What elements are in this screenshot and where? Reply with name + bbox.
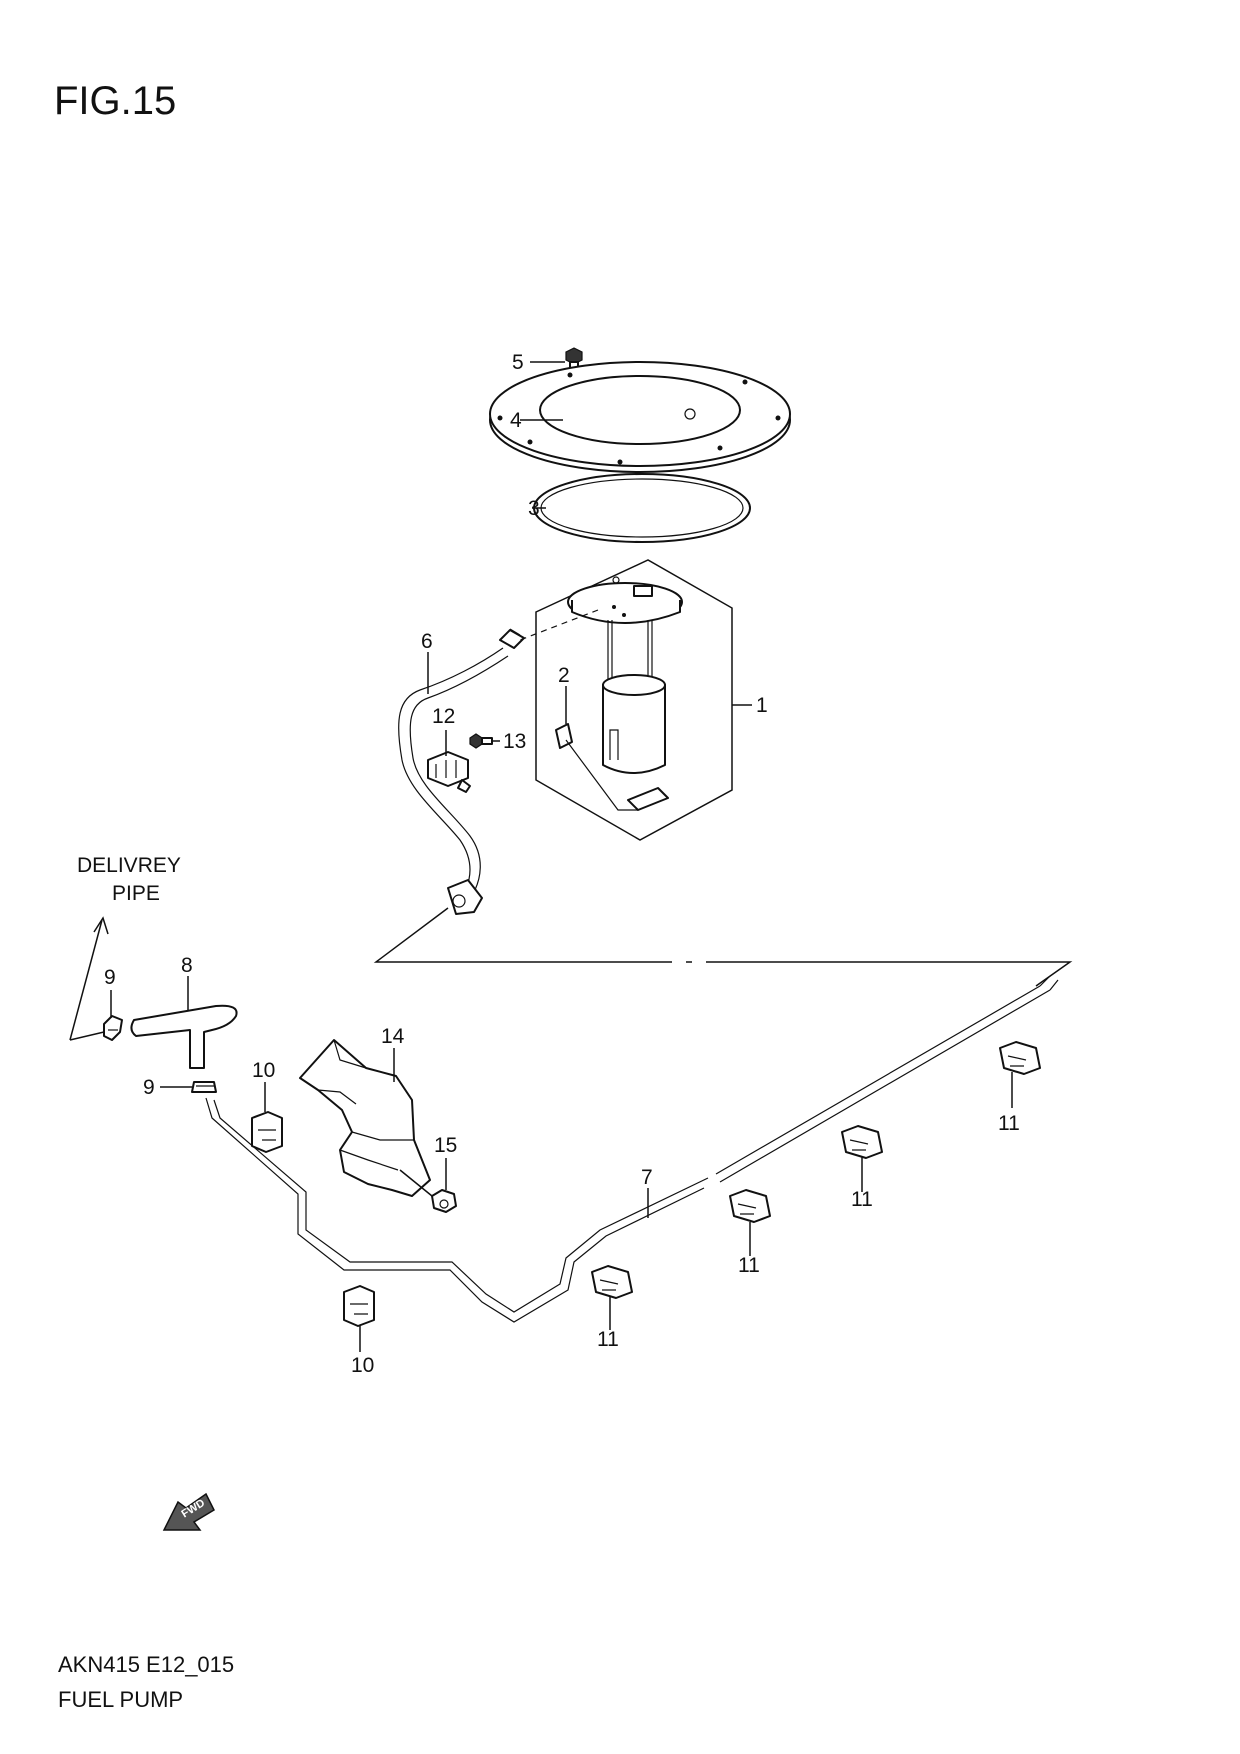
callout-11-a: 11: [998, 1112, 1020, 1135]
part-7-fuel-pipe[interactable]: [205, 975, 1059, 1323]
callout-15: 15: [434, 1134, 457, 1157]
part-4-flange-plate[interactable]: [489, 361, 791, 473]
part-11-clip-b[interactable]: [841, 1125, 883, 1159]
delivery-arrow-icon: [69, 916, 109, 1041]
part-11-clip-a[interactable]: [999, 1041, 1041, 1075]
leader-15-pointer: [399, 1169, 433, 1197]
part-8-hose[interactable]: [130, 1004, 238, 1069]
callout-10-lower: 10: [351, 1354, 374, 1377]
callout-8: 8: [181, 954, 193, 977]
callout-6: 6: [421, 630, 433, 653]
figure-code: AKN415 E12_015: [58, 1652, 234, 1677]
part-12-clamp[interactable]: [427, 751, 471, 793]
callout-5: 5: [512, 351, 524, 374]
delivery-pipe-note-line2: PIPE: [112, 882, 160, 905]
callout-1: 1: [756, 694, 768, 717]
part-14-protector[interactable]: [299, 1039, 431, 1197]
callout-10-upper: 10: [252, 1059, 275, 1082]
fwd-arrow-icon: FWD: [162, 1492, 215, 1531]
part-6-fuel-hose[interactable]: [398, 609, 599, 915]
break-line: [373, 907, 1073, 987]
part-1-fuel-pump-assembly[interactable]: [535, 559, 733, 841]
assembly-boundary: [535, 559, 733, 841]
callout-14: 14: [381, 1025, 405, 1048]
callout-2: 2: [558, 664, 570, 687]
callout-11-d: 11: [597, 1328, 619, 1351]
part-9-clip-upper[interactable]: [103, 1015, 123, 1041]
part-10-clip-lower[interactable]: [343, 1285, 375, 1327]
callout-13: 13: [503, 730, 526, 753]
callout-9-upper: 9: [104, 966, 116, 989]
part-15-nut[interactable]: [431, 1189, 457, 1213]
part-11-clip-d[interactable]: [591, 1265, 633, 1299]
callout-7: 7: [641, 1166, 653, 1189]
part-10-clip-upper[interactable]: [251, 1111, 283, 1153]
callout-3: 3: [528, 497, 540, 520]
callout-11-c: 11: [738, 1254, 760, 1277]
figure-name: FUEL PUMP: [58, 1687, 183, 1712]
callout-4: 4: [510, 409, 522, 432]
delivery-pipe-note-line1: DELIVREY: [77, 854, 181, 877]
part-11-clip-c[interactable]: [729, 1189, 771, 1223]
callout-9-lower: 9: [143, 1076, 155, 1099]
figure-title: FIG.15: [54, 79, 176, 123]
part-13-bolt[interactable]: [469, 733, 493, 749]
callout-12: 12: [432, 705, 455, 728]
callout-11-b: 11: [851, 1188, 873, 1211]
part-3-o-ring[interactable]: [533, 473, 751, 543]
part-9-clip-lower[interactable]: [191, 1081, 217, 1093]
